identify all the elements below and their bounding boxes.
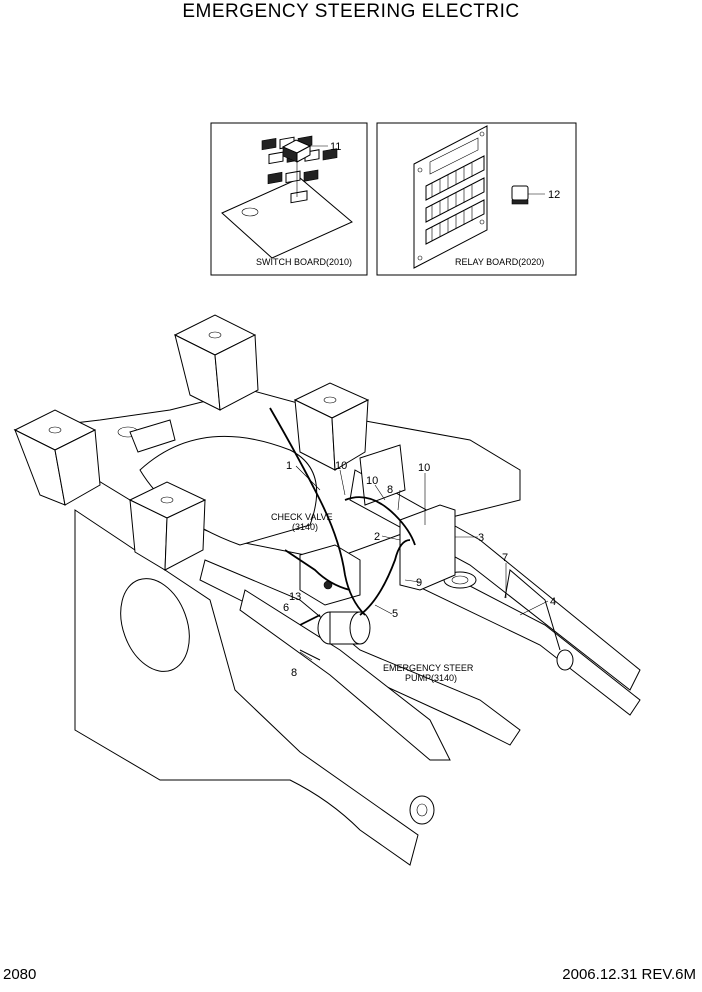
callout-3: 3 <box>478 532 484 544</box>
relay-board-inset: 12 RELAY BOARD(2020) <box>376 122 577 276</box>
callout-4: 4 <box>550 596 556 608</box>
relay-12 <box>511 185 529 205</box>
pump-label: EMERGENCY STEER <box>383 663 474 673</box>
relay-board-caption: RELAY BOARD(2020) <box>455 257 544 267</box>
emergency-steer-pump <box>317 611 371 645</box>
revision-date: 2006.12.31 REV.6M <box>562 966 696 983</box>
machine-frame-illustration <box>13 314 641 866</box>
callout-7: 7 <box>502 552 508 564</box>
callout-5: 5 <box>392 608 398 620</box>
page-number: 2080 <box>3 966 37 983</box>
callout-12: 12 <box>548 189 560 201</box>
switch-board-caption: SWITCH BOARD(2010) <box>256 257 352 267</box>
callout-8-b: 8 <box>291 667 297 679</box>
check-valve-code: (3140) <box>292 522 318 532</box>
check-valve <box>299 544 361 606</box>
check-valve-label: CHECK VALVE <box>271 512 333 522</box>
mount-tower-front <box>128 481 207 571</box>
callout-10-c: 10 <box>418 462 430 474</box>
relay-rows <box>425 155 485 245</box>
switch-panel-illustration <box>221 177 353 259</box>
callout-2: 2 <box>374 531 380 543</box>
callout-10-b: 10 <box>366 475 378 487</box>
callout-11: 11 <box>330 141 341 153</box>
mount-tower-rear <box>173 314 259 411</box>
mount-tower-right <box>293 382 370 471</box>
callout-1: 1 <box>286 460 292 472</box>
callout-10-a: 10 <box>335 460 347 472</box>
callout-13: 13 <box>289 591 301 603</box>
callout-9: 9 <box>416 577 422 589</box>
page-title: EMERGENCY STEERING ELECTRIC <box>182 1 520 22</box>
callout-8-a: 8 <box>387 484 393 496</box>
pump-code: PUMP(3140) <box>405 673 457 683</box>
callout-leaders <box>295 465 549 661</box>
switch-board-inset: 11 SWITCH BOARD(2010) <box>210 122 368 276</box>
mount-tower-left <box>13 409 101 506</box>
callout-6: 6 <box>283 602 289 614</box>
